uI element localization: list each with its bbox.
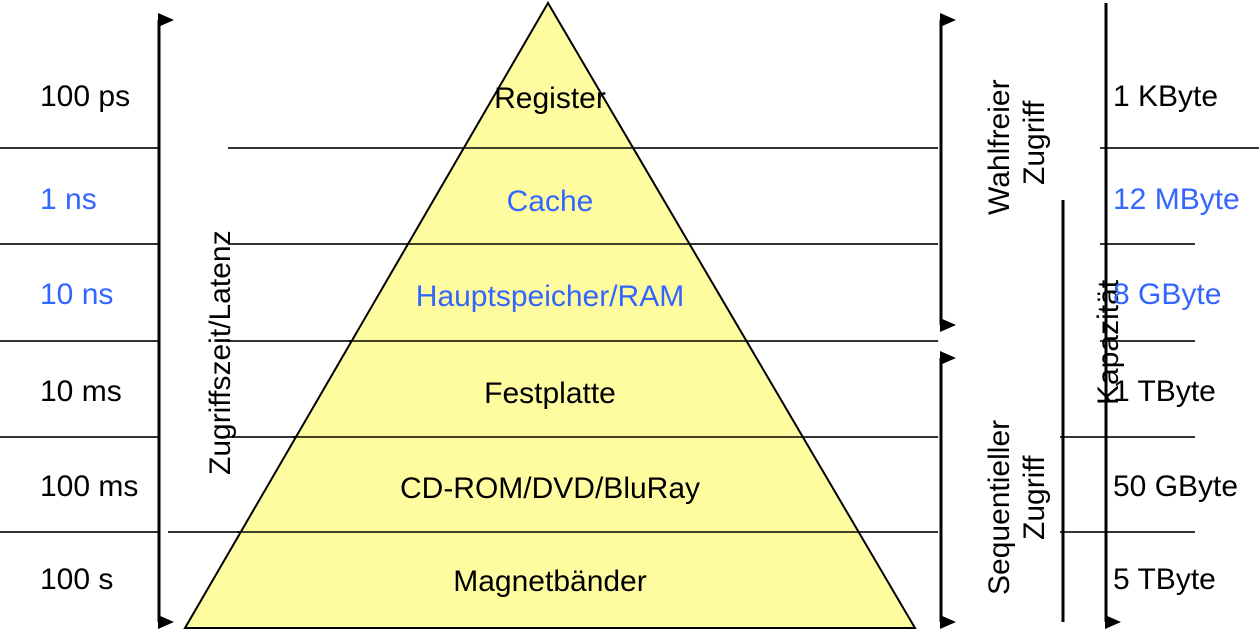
tier-name-hauptspeicher: Hauptspeicher/RAM [415,280,685,313]
tier-name-register: Register [494,82,606,115]
latency-value-1: 1 ns [40,183,97,216]
capacity-value-5: 5 TByte [1113,563,1216,596]
latency-value-5: 100 s [40,563,114,596]
divider-lines-left [0,147,159,533]
capacity-value-4: 50 GByte [1113,470,1239,503]
sequential-access-label-line1: Sequentieller [983,419,1016,595]
sequential-access-label-line2: Zugriff [1018,455,1051,540]
tier-name-optical: CD-ROM/DVD/BluRay [399,472,701,505]
latency-axis-title: Zugriffszeit/Latenz [204,230,237,475]
tier-name-festplatte: Festplatte [484,377,616,410]
pyramid-shape [183,1,917,629]
capacity-axis-arrow [1061,3,1121,629]
tier-name-magnetband: Magnetbänder [453,565,647,598]
latency-value-3: 10 ms [40,375,122,408]
random-access-label-line1: Wahlfreier [983,79,1016,215]
pyramid-tier-separators [237,147,859,533]
capacity-value-3: 1 TByte [1113,375,1216,408]
latency-value-0: 100 ps [40,80,131,113]
tier-name-cache: Cache [506,185,594,218]
capacity-value-2: 8 GByte [1113,278,1222,311]
latency-value-2: 10 ns [40,278,114,311]
capacity-value-1: 12 MByte [1113,183,1240,216]
latency-value-4: 100 ms [40,470,139,503]
random-access-label-line2: Zugriff [1018,100,1051,185]
divider-lines-right [1060,147,1259,533]
capacity-value-0: 1 KByte [1113,80,1219,113]
